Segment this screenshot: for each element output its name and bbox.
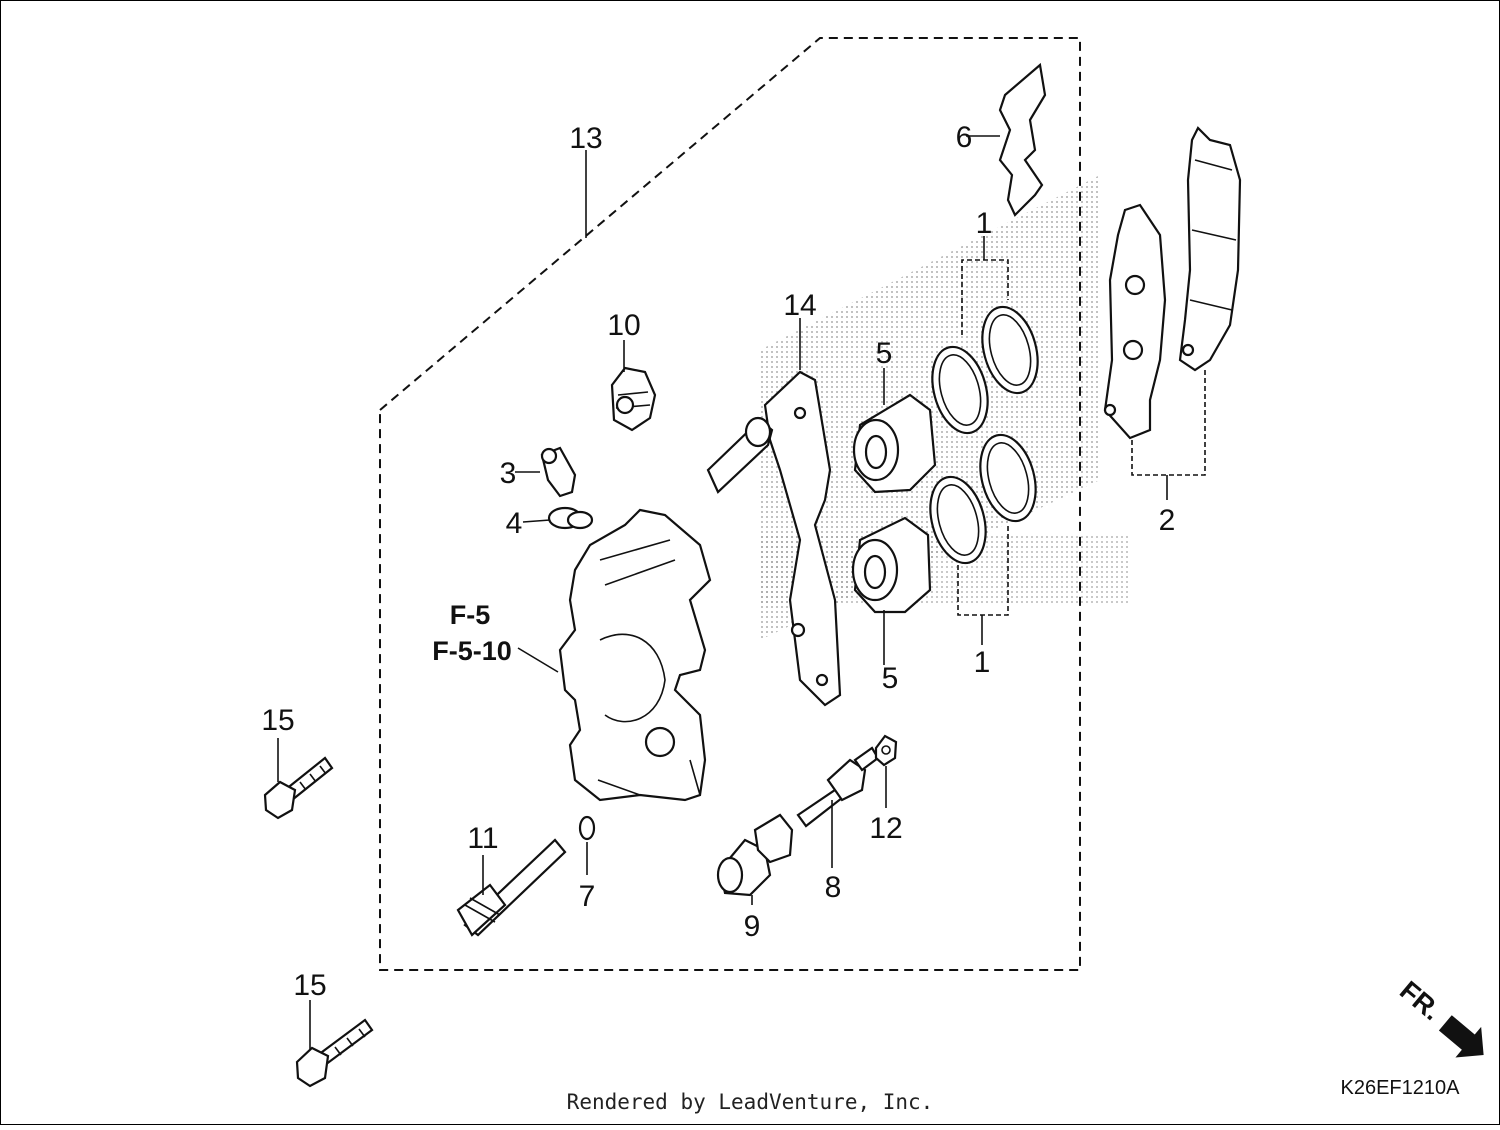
callout-10: 10 — [607, 309, 640, 342]
callout-5-upper: 5 — [876, 337, 893, 370]
bleeder-valve-part — [540, 446, 577, 498]
reference-label-f5-10: F-5-10 — [432, 636, 512, 666]
arrow-right-icon — [1438, 1015, 1484, 1058]
callout-labels: 13 10 3 4 6 14 5 5 1 1 2 11 7 9 8 12 15 … — [261, 121, 1175, 1002]
bleeder-cap-part — [610, 366, 657, 432]
callout-1-lower: 1 — [974, 646, 991, 679]
callout-3: 3 — [500, 457, 517, 490]
callout-14: 14 — [783, 289, 816, 322]
boot-part — [578, 815, 596, 841]
piston-lower-part — [851, 516, 932, 614]
callout-15-lower: 15 — [293, 969, 326, 1002]
leader-lines — [277, 135, 1206, 1050]
brake-pads-part — [1103, 126, 1242, 440]
pin-bolt-part — [716, 813, 794, 897]
render-credit: Rendered by LeadVenture, Inc. — [566, 1090, 934, 1114]
callout-12: 12 — [869, 812, 902, 845]
reference-label-f5: F-5 — [450, 600, 491, 630]
callout-15-upper: 15 — [261, 704, 294, 737]
mounting-bolt-lower-part — [295, 1018, 374, 1088]
callout-9: 9 — [744, 910, 761, 943]
callout-2: 2 — [1159, 504, 1176, 537]
piston-seals-part — [929, 305, 1039, 565]
slide-pin-part — [456, 838, 567, 937]
callout-13: 13 — [569, 122, 602, 155]
nut-part — [874, 734, 898, 767]
callout-11: 11 — [467, 822, 498, 855]
stud-part — [796, 746, 880, 828]
pad-spring-part — [998, 62, 1047, 217]
diagram-code: K26EF1210A — [1341, 1077, 1461, 1099]
callout-6: 6 — [956, 121, 973, 154]
caliper-body-part — [558, 508, 712, 802]
seal-part — [547, 506, 594, 530]
callout-1-upper: 1 — [976, 207, 993, 240]
caliper-assembly-boundary — [379, 37, 1081, 971]
callout-8: 8 — [825, 871, 842, 904]
piston-upper-part — [852, 393, 937, 494]
callout-5-lower: 5 — [882, 662, 899, 695]
callout-7: 7 — [579, 880, 596, 913]
callout-4: 4 — [506, 507, 523, 540]
mounting-bolt-upper-part — [263, 756, 334, 820]
bracket-part — [706, 370, 842, 707]
